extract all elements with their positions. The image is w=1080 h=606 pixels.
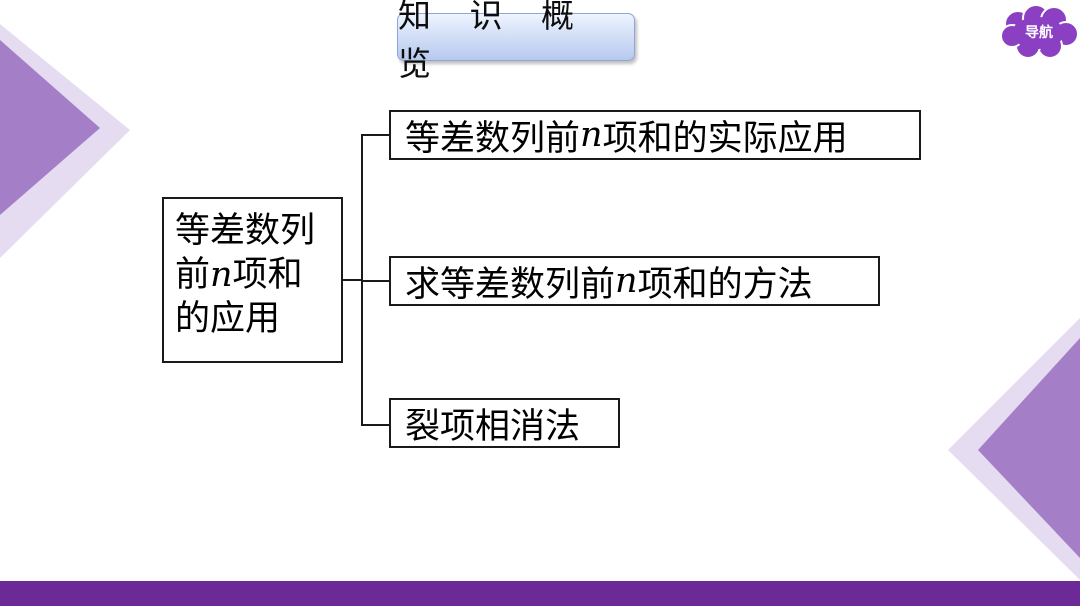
nav-label: 导航 (1025, 25, 1053, 41)
root-line-1: 等差数列 (175, 211, 316, 251)
page-title: 知 识 概 览 (398, 0, 588, 83)
variable-n: n (615, 261, 638, 301)
mindmap-branch-3: 裂项相消法 (389, 398, 620, 448)
cloud-icon (1000, 4, 1079, 59)
root-line-2: 前n项和 (175, 255, 303, 295)
variable-n: n (580, 115, 603, 155)
connector-branch-2 (361, 280, 389, 282)
root-line-3: 的应用 (175, 299, 281, 339)
left-triangle (0, 40, 100, 215)
page-title-banner: 知 识 概 览 (397, 0, 635, 83)
bottom-accent-bar (0, 581, 1080, 606)
nav-button[interactable]: 导航 (998, 4, 1080, 60)
connector-root (343, 279, 363, 281)
connector-branch-3 (361, 424, 389, 426)
variable-n: n (210, 255, 233, 295)
mindmap-root-box: 等差数列 前n项和 的应用 (162, 197, 343, 363)
connector-branch-1 (361, 134, 389, 136)
right-triangle (978, 338, 1080, 558)
